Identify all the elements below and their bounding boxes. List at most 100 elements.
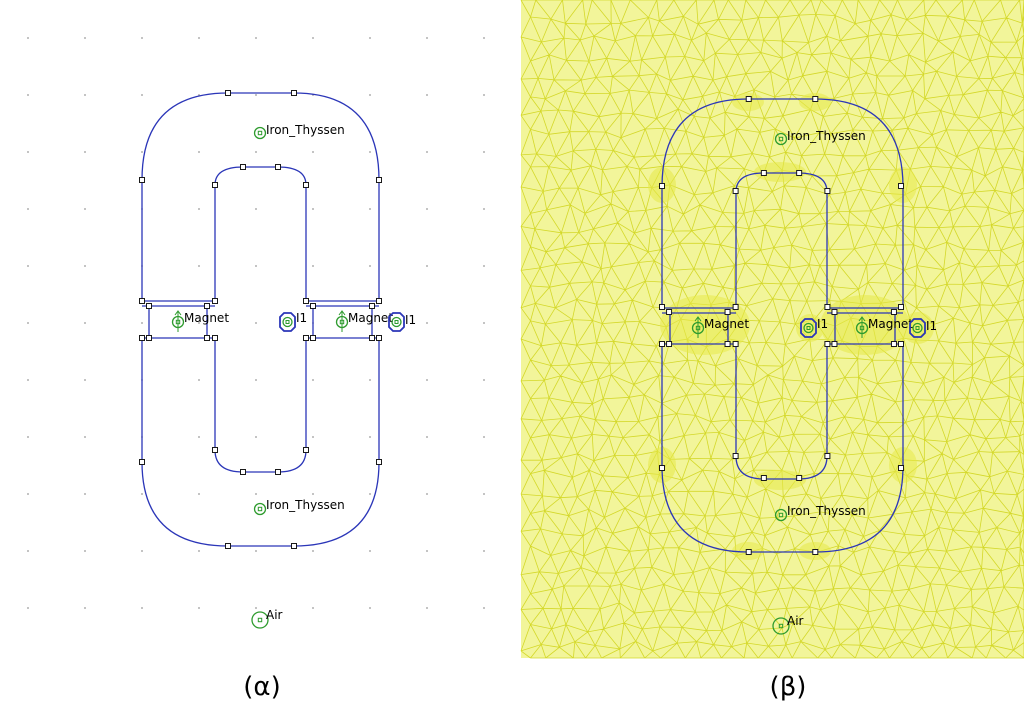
outer-core-bottom xyxy=(661,344,904,553)
label-air: Air xyxy=(266,608,283,622)
region-marker-iron-bottom: Iron_Thyssen xyxy=(774,504,866,522)
grid-dot xyxy=(255,379,257,381)
geometry-node xyxy=(376,177,382,183)
region-marker-magnet-right: Magnet xyxy=(855,316,913,338)
grid-dot xyxy=(27,94,29,96)
grid-dot xyxy=(141,322,143,324)
grid-dot xyxy=(369,208,371,210)
grid-dot xyxy=(483,208,485,210)
grid-dot xyxy=(255,208,257,210)
geometry-node xyxy=(212,182,218,188)
geometry-node xyxy=(212,298,218,304)
left-gap-lines xyxy=(662,307,736,345)
geometry-node xyxy=(225,543,231,549)
geometry-node xyxy=(310,303,316,309)
region-marker-iron-top: Iron_Thyssen xyxy=(774,129,866,146)
geometry-node xyxy=(376,459,382,465)
geometry-node xyxy=(659,341,665,347)
geometry-node xyxy=(212,335,218,341)
coil-marker-right: I1 xyxy=(388,312,416,332)
geometry-node xyxy=(659,304,665,310)
panel-beta: Iron_Thyssen Iron_Thyssen Magnet Magnet … xyxy=(520,0,1024,702)
geometry-node xyxy=(745,96,752,102)
label-magnet-left: Magnet xyxy=(184,311,229,325)
geometry-node xyxy=(760,475,767,481)
grid-dot xyxy=(84,322,86,324)
geometry xyxy=(141,92,380,547)
geometry-node xyxy=(291,543,297,549)
grid-dot xyxy=(84,208,86,210)
grid-dot xyxy=(369,322,371,324)
grid-dot xyxy=(483,550,485,552)
grid-dot xyxy=(426,265,428,267)
geometry-nodes xyxy=(659,96,905,555)
grid-dot xyxy=(198,208,200,210)
grid-dot xyxy=(426,94,428,96)
geometry-node xyxy=(376,298,382,304)
grid-dot xyxy=(27,550,29,552)
grid-dot xyxy=(84,37,86,39)
label-iron-top: Iron_Thyssen xyxy=(266,123,345,137)
grid-dot xyxy=(27,493,29,495)
grid-dot xyxy=(198,550,200,552)
region-marker-iron-bottom: Iron_Thyssen xyxy=(253,498,345,516)
geometry-node xyxy=(303,182,309,188)
grid-dot xyxy=(255,151,257,153)
grid-dot xyxy=(369,550,371,552)
grid-dot xyxy=(312,208,314,210)
grid-dot xyxy=(312,550,314,552)
label-air: Air xyxy=(787,614,804,628)
geometry-node xyxy=(225,90,231,96)
label-magnet-left: Magnet xyxy=(704,317,749,331)
geometry-node xyxy=(898,183,905,189)
grid-dot xyxy=(483,94,485,96)
geometry-node xyxy=(824,304,831,310)
label-magnet-right: Magnet xyxy=(868,317,913,331)
outer-core-bottom xyxy=(141,338,380,547)
geometry-node xyxy=(204,335,210,341)
grid-dot xyxy=(27,265,29,267)
grid-dot xyxy=(426,151,428,153)
grid-dot xyxy=(198,151,200,153)
grid-dot xyxy=(312,493,314,495)
grid-dot xyxy=(483,379,485,381)
grid-dot xyxy=(369,37,371,39)
inner-core xyxy=(214,166,307,473)
grid-dot xyxy=(255,322,257,324)
grid-dot xyxy=(426,208,428,210)
geometry-node xyxy=(732,188,739,194)
grid-dot xyxy=(84,607,86,609)
right-gap-lines xyxy=(827,307,903,345)
panel-alpha: Iron_Thyssen Iron_Thyssen Magnet Magnet … xyxy=(27,37,485,702)
grid-dot xyxy=(255,265,257,267)
geometry-node xyxy=(369,303,375,309)
geometry-node xyxy=(812,96,819,102)
grid-dot xyxy=(198,436,200,438)
label-coil-right: I1 xyxy=(405,313,416,327)
geometry-nodes xyxy=(139,90,382,549)
grid-dot xyxy=(27,208,29,210)
geometry-node xyxy=(310,335,316,341)
grid-dot xyxy=(84,265,86,267)
geometry-node xyxy=(139,177,145,183)
grid-dot xyxy=(426,379,428,381)
grid-dot xyxy=(27,379,29,381)
coil-marker-left: I1 xyxy=(279,311,307,332)
grid-dot xyxy=(483,37,485,39)
region-marker-magnet-right: Magnet xyxy=(335,310,393,332)
geometry-node xyxy=(666,341,673,347)
grid-dot xyxy=(84,94,86,96)
region-marker-magnet-left: Magnet xyxy=(171,310,229,332)
grid-dot xyxy=(198,379,200,381)
grid-dot xyxy=(426,550,428,552)
geometry-node xyxy=(275,469,281,475)
label-magnet-right: Magnet xyxy=(348,311,393,325)
grid-dot xyxy=(369,265,371,267)
grid-dot xyxy=(483,265,485,267)
triangular-mesh xyxy=(520,0,1024,659)
geometry-node xyxy=(240,164,246,170)
geometry-node xyxy=(146,335,152,341)
grid-dot xyxy=(141,607,143,609)
grid-dot xyxy=(312,379,314,381)
coil-marker-left: I1 xyxy=(800,317,828,338)
